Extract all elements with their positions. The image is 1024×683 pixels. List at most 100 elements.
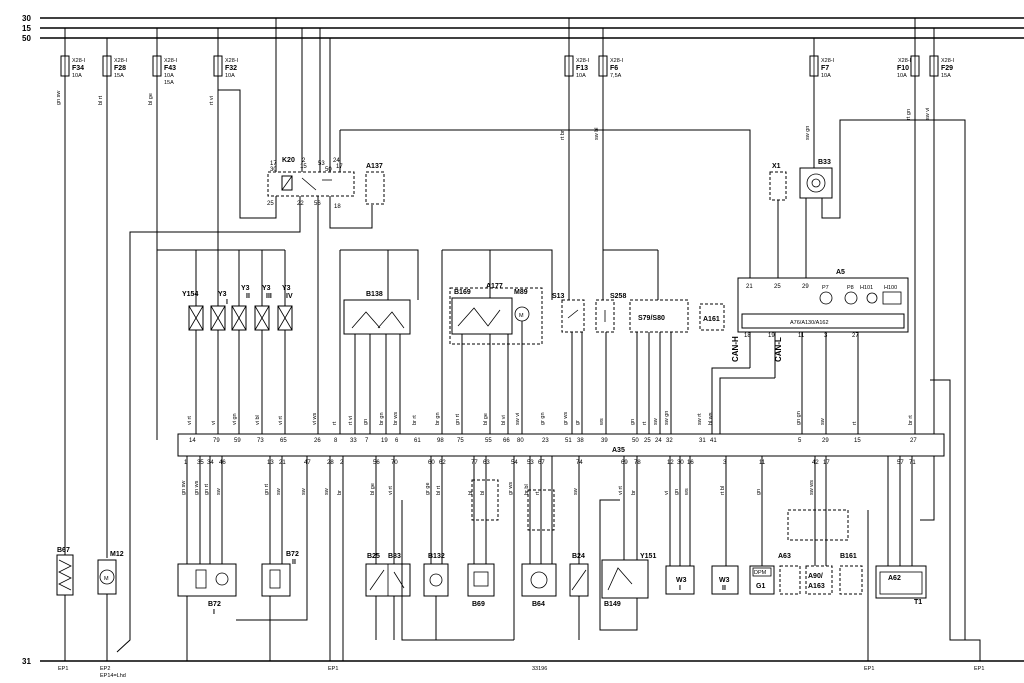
component-g1: DPM G1	[749, 456, 775, 595]
svg-text:25: 25	[774, 284, 781, 290]
sensor-b72-ii: B72 II	[236, 456, 344, 661]
svg-text:50: 50	[325, 167, 332, 173]
a35-bottom-pin: 3	[723, 460, 727, 466]
wire-color-label: gn ws	[194, 480, 200, 495]
svg-text:17: 17	[270, 161, 277, 167]
wire-color-label: bl ws	[708, 412, 714, 425]
wire-color-label: vi ws	[312, 413, 318, 425]
svg-text:M89: M89	[514, 289, 528, 296]
a35-top-pin: 7	[365, 438, 369, 444]
wire-color-label: vi	[664, 491, 670, 495]
a35-bottom-pin: 13	[267, 460, 274, 466]
svg-text:I: I	[679, 585, 681, 592]
svg-text:rt br: rt br	[560, 130, 566, 140]
supply-rails: 30 15 50 31	[22, 14, 1024, 666]
rail-31-label: 31	[22, 657, 31, 666]
a35-bottom-pin: 74	[576, 460, 583, 466]
a35-top-pin: 61	[414, 438, 421, 444]
svg-text:X28-I: X28-I	[610, 58, 624, 64]
a35-bottom-pin: 30	[677, 460, 684, 466]
wire-color-label: rt	[642, 421, 648, 425]
a35-bottom-pin: 62	[439, 460, 446, 466]
svg-text:10A: 10A	[897, 73, 907, 79]
wire-color-label: sw vi	[515, 413, 521, 425]
a35-bottom-pin: 21	[279, 460, 286, 466]
sensor-b169-a177-m89: M B169 A177 M89	[441, 249, 553, 440]
svg-text:X28-I: X28-I	[225, 58, 239, 64]
a35-bottom-pin: 69	[621, 460, 628, 466]
fuse-f13: X28-I F13 10A rt br	[560, 18, 590, 250]
wire-color-label: gn	[630, 419, 636, 425]
a35-top-pin: 14	[189, 438, 196, 444]
svg-text:CAN-H: CAN-H	[731, 336, 740, 362]
wire-color-label: vi rt	[618, 486, 624, 495]
svg-text:sw vi: sw vi	[925, 108, 931, 120]
svg-text:18: 18	[334, 204, 341, 210]
a35-top-pin: 55	[485, 438, 492, 444]
svg-text:17: 17	[336, 164, 343, 170]
sensor-b149-y151: B149 Y151	[599, 456, 656, 631]
svg-text:A62: A62	[888, 575, 901, 582]
connector-x1: X1	[769, 163, 787, 278]
svg-text:I: I	[213, 609, 215, 616]
k20-label: K20	[282, 157, 295, 164]
a35-bottom-pin: 77	[471, 460, 478, 466]
svg-text:F43: F43	[164, 65, 176, 72]
wire-color-label: br rt	[412, 415, 418, 425]
wire-color-label: br	[337, 490, 343, 495]
svg-text:F6: F6	[610, 65, 618, 72]
svg-text:15A: 15A	[114, 73, 124, 79]
a35-top-pin: 66	[503, 438, 510, 444]
svg-text:15A: 15A	[941, 73, 951, 79]
svg-text:B67: B67	[57, 547, 70, 554]
a35-top-pin: 80	[517, 438, 524, 444]
ground-ep2: EP2	[100, 666, 110, 672]
svg-text:18: 18	[744, 333, 751, 339]
wire-color-label: gn	[363, 419, 369, 425]
svg-text:F32: F32	[225, 65, 237, 72]
svg-text:B138: B138	[366, 291, 383, 298]
a35-bottom-pin: 53	[527, 460, 534, 466]
wire-color-label: gr ws	[563, 412, 569, 425]
a35-top-pin: 59	[234, 438, 241, 444]
wire-color-label: gn gn	[796, 411, 802, 425]
row-valves-upper: Y154 Y3 I Y3 II Y3 III Y3 IV	[156, 249, 293, 440]
a35-bottom-pin: 70	[391, 460, 398, 466]
svg-text:A161: A161	[703, 316, 720, 323]
wire-color-label: bl	[468, 491, 474, 495]
svg-text:10A: 10A	[164, 73, 174, 79]
svg-text:W3: W3	[719, 577, 730, 584]
rail-30-label: 30	[22, 14, 31, 23]
svg-text:15: 15	[300, 164, 307, 170]
a35-top-pin: 41	[710, 438, 717, 444]
svg-text:2: 2	[302, 158, 306, 164]
wire-color-label: br gn	[435, 412, 441, 425]
sensor-b72-i: B72 I	[177, 456, 237, 661]
a35-bottom-pin: 67	[538, 460, 545, 466]
svg-text:I: I	[226, 299, 228, 306]
svg-text:X28-I: X28-I	[114, 58, 128, 64]
wire-color-label: rt vi	[348, 416, 354, 425]
fuse-f34: X28-I F34 10A gn sw	[56, 28, 86, 555]
a35-top-pin: 50	[632, 438, 639, 444]
svg-text:X1: X1	[772, 163, 781, 170]
fuse-f10: X28-I F10 10A rt gn	[897, 18, 920, 435]
wire-color-label: gr ge	[425, 482, 431, 495]
wire-color-label: ws	[684, 488, 690, 496]
a35-bottom-pin: 12	[667, 460, 674, 466]
svg-text:S79/S80: S79/S80	[638, 315, 665, 322]
wire-color-label: bl ge	[483, 413, 489, 425]
ground-ep1-b: EP1	[328, 666, 338, 672]
wire-color-label: rt	[332, 421, 338, 425]
a35-bottom-pin: 46	[219, 460, 226, 466]
sensor-b69: B69	[401, 456, 515, 641]
rail-15-label: 15	[22, 24, 31, 33]
svg-text:B132: B132	[428, 553, 445, 560]
wire-color-label: br ws	[393, 412, 399, 425]
svg-text:A163: A163	[808, 583, 825, 590]
diagram-number: 33196	[532, 666, 547, 672]
fuse-f32: X28-I F32 10A rt vi	[209, 28, 239, 300]
svg-text:A177: A177	[486, 283, 503, 290]
